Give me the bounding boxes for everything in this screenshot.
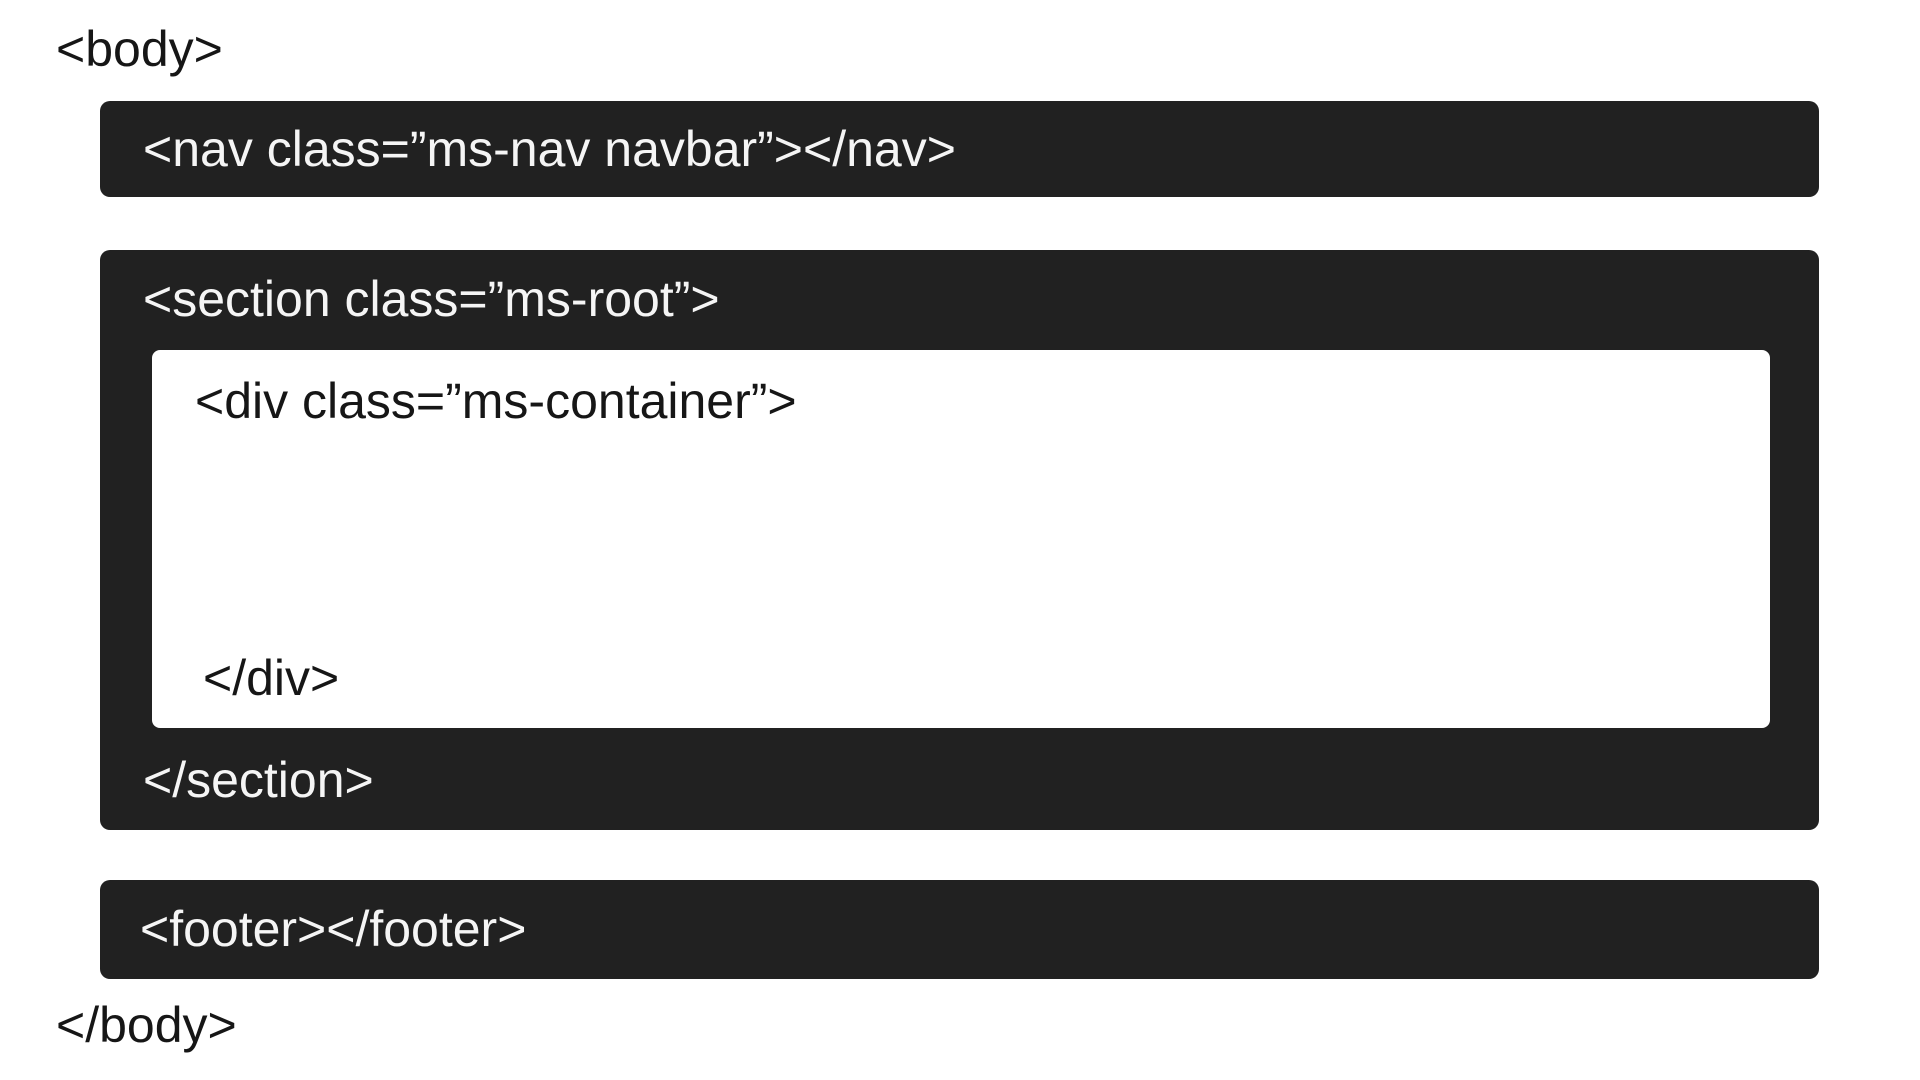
div-close-tag-label: </div> xyxy=(203,650,340,706)
footer-block: <footer></footer> xyxy=(100,880,1819,979)
nav-block: <nav class=”ms-nav navbar”></nav> xyxy=(100,101,1819,197)
container-block: <div class=”ms-container”> </div> xyxy=(152,350,1770,728)
footer-tag-label: <footer></footer> xyxy=(140,901,527,957)
section-close-tag-label: </section> xyxy=(143,752,374,808)
body-close-tag-label: </body> xyxy=(56,997,237,1053)
nav-tag-label: <nav class=”ms-nav navbar”></nav> xyxy=(143,120,956,177)
div-open-tag-label: <div class=”ms-container”> xyxy=(195,373,797,429)
section-open-tag-label: <section class=”ms-root”> xyxy=(143,271,720,327)
body-open-tag-label: <body> xyxy=(56,21,223,77)
section-block: <section class=”ms-root”> <div class=”ms… xyxy=(100,250,1819,830)
